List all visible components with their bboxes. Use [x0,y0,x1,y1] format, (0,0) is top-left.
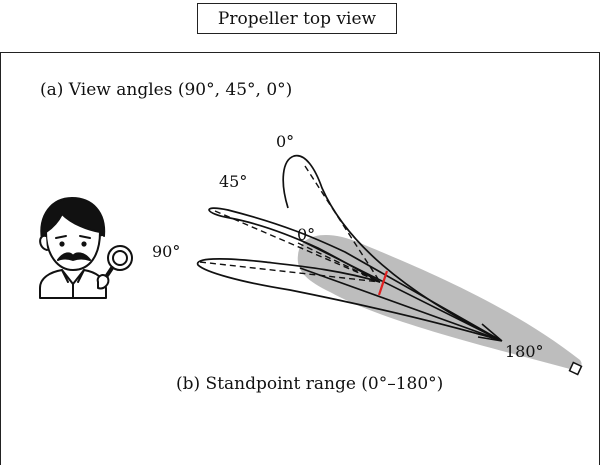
diagram-title: Propeller top view [197,3,397,34]
arrowhead [477,323,503,342]
angle-label-180: 180° [505,342,544,361]
angle-label-outer-0: 0° [276,132,294,151]
view-line-0deg [304,165,381,283]
standpoint-range-region [297,234,582,370]
view-line-inner-0deg [297,242,381,283]
caption-standpoint-range: (b) Standpoint range (0°–180°) [176,374,443,394]
detective-with-magnifier-icon [39,197,133,299]
angle-label-45: 45° [219,172,247,191]
view-line-90deg [199,261,381,283]
angle-label-inner-0: 0° [297,225,315,244]
arrow-line-lower [299,267,501,341]
blade-outline-0deg [282,154,501,341]
center-mark [377,270,389,296]
angle-label-90: 90° [152,242,180,261]
blade-outline-90deg [196,258,501,341]
arrow-line-upper [299,239,501,341]
caption-view-angles: (a) View angles (90°, 45°, 0°) [40,80,292,100]
square-marker-icon [568,361,583,376]
